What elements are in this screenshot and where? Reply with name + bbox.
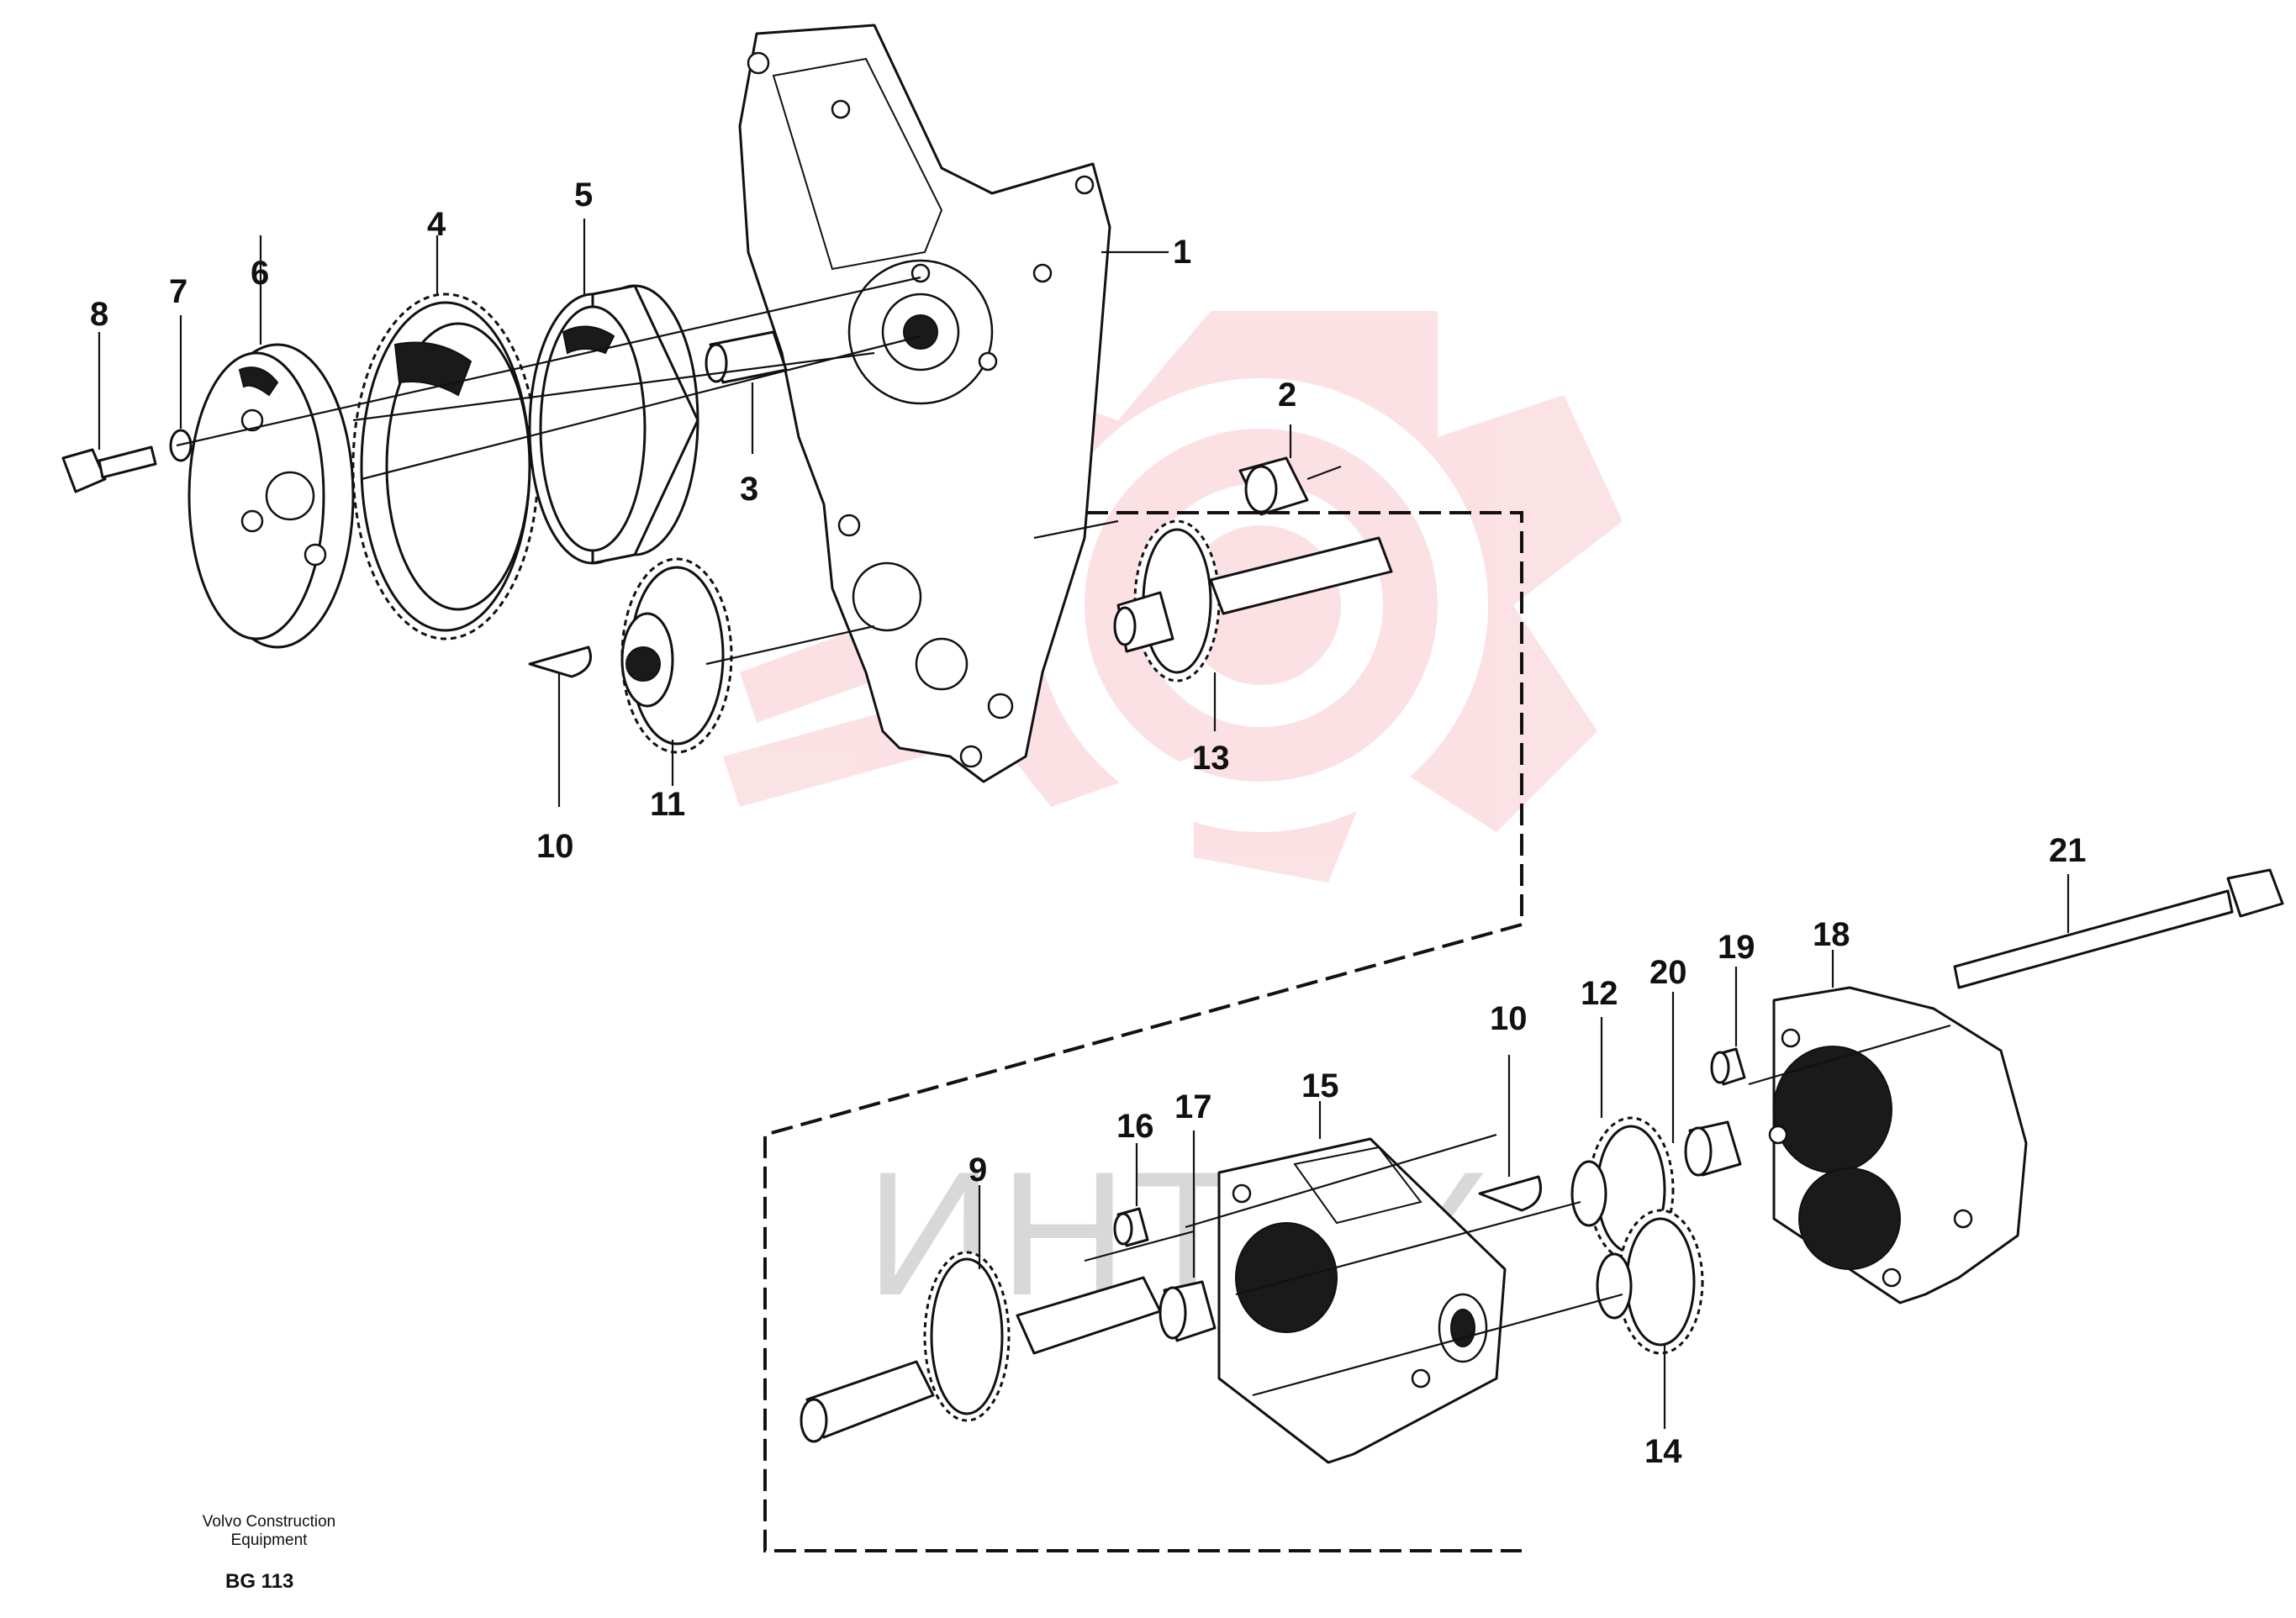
part-10-key-lower <box>1478 1055 1542 1212</box>
part-17-bushing <box>1159 1130 1217 1342</box>
figure-code: BG 113 <box>225 1570 294 1593</box>
caption-line-2: Equipment <box>230 1531 308 1549</box>
part-15-pump-body <box>1217 1101 1507 1464</box>
part-13-shaft-gear <box>1113 519 1393 731</box>
callout-11: 11 <box>650 786 685 823</box>
callout-15: 15 <box>1301 1067 1339 1104</box>
part-8-bolt <box>61 332 157 493</box>
part-4-large-gear <box>351 235 540 640</box>
part-2-bushing <box>1238 424 1342 516</box>
callout-19: 19 <box>1718 929 1755 966</box>
callout-5: 5 <box>574 177 593 213</box>
part-9-gear-shaft <box>800 1185 1162 1443</box>
callout-17: 17 <box>1174 1088 1212 1125</box>
part-7-washer <box>169 315 193 462</box>
callout-12: 12 <box>1581 975 1618 1012</box>
callout-16: 16 <box>1116 1108 1154 1145</box>
part-21-long-bolt <box>1953 868 2284 989</box>
callout-8: 8 <box>90 296 108 333</box>
part-11-small-gear <box>620 557 733 786</box>
part-16-small-bushing <box>1113 1143 1149 1247</box>
callout-21: 21 <box>2049 832 2087 869</box>
part-20-bushing <box>1671 992 1742 1177</box>
part-10-key-upper <box>528 646 592 807</box>
callout-7: 7 <box>169 273 187 310</box>
callout-labels: 1 2 3 4 5 6 7 8 9 10 11 12 13 14 15 16 1… <box>90 177 2087 1470</box>
callout-3: 3 <box>740 471 758 508</box>
part-5-ring <box>528 219 699 565</box>
part-1-housing <box>738 24 1169 783</box>
caption-line-1: Volvo Construction <box>202 1513 336 1531</box>
callout-14: 14 <box>1644 1433 1682 1470</box>
callout-1: 1 <box>1173 234 1191 271</box>
manufacturer-caption: Volvo Construction Equipment <box>168 1513 370 1550</box>
callout-6: 6 <box>251 255 269 292</box>
part-6-pulley <box>187 235 355 649</box>
callout-18: 18 <box>1813 916 1850 953</box>
part-18-pump-cover <box>1768 950 2028 1304</box>
callout-10b: 10 <box>1490 1000 1528 1037</box>
callout-13: 13 <box>1192 740 1230 777</box>
callout-2: 2 <box>1278 377 1296 414</box>
callout-20: 20 <box>1649 954 1687 991</box>
part-14-gear <box>1596 1209 1704 1429</box>
callout-9: 9 <box>969 1152 987 1188</box>
callout-4: 4 <box>427 206 446 243</box>
part-3-dowel <box>705 330 788 454</box>
part-19-small-bushing <box>1710 967 1746 1086</box>
callout-10a: 10 <box>536 828 574 865</box>
alignment-lines <box>176 276 1951 1397</box>
